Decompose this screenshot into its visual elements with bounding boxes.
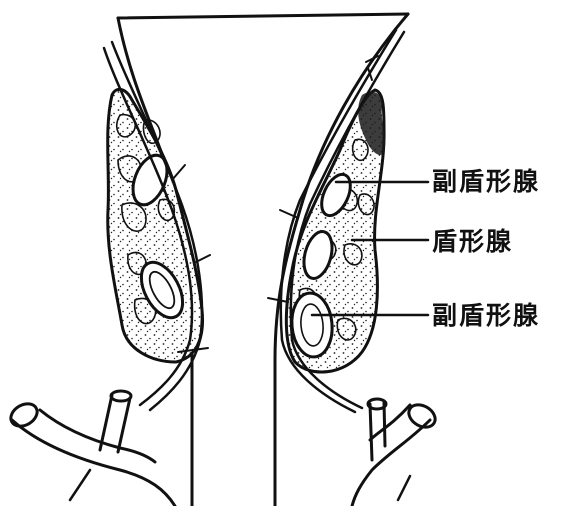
label-thyroid: 盾形腺 [432,227,513,256]
label-upper-parathyroid: 副盾形腺 [432,167,540,196]
left-aortic-branch [7,391,175,506]
right-aortic-branch [352,399,439,506]
label-lower-parathyroid: 副盾形腺 [432,301,540,330]
